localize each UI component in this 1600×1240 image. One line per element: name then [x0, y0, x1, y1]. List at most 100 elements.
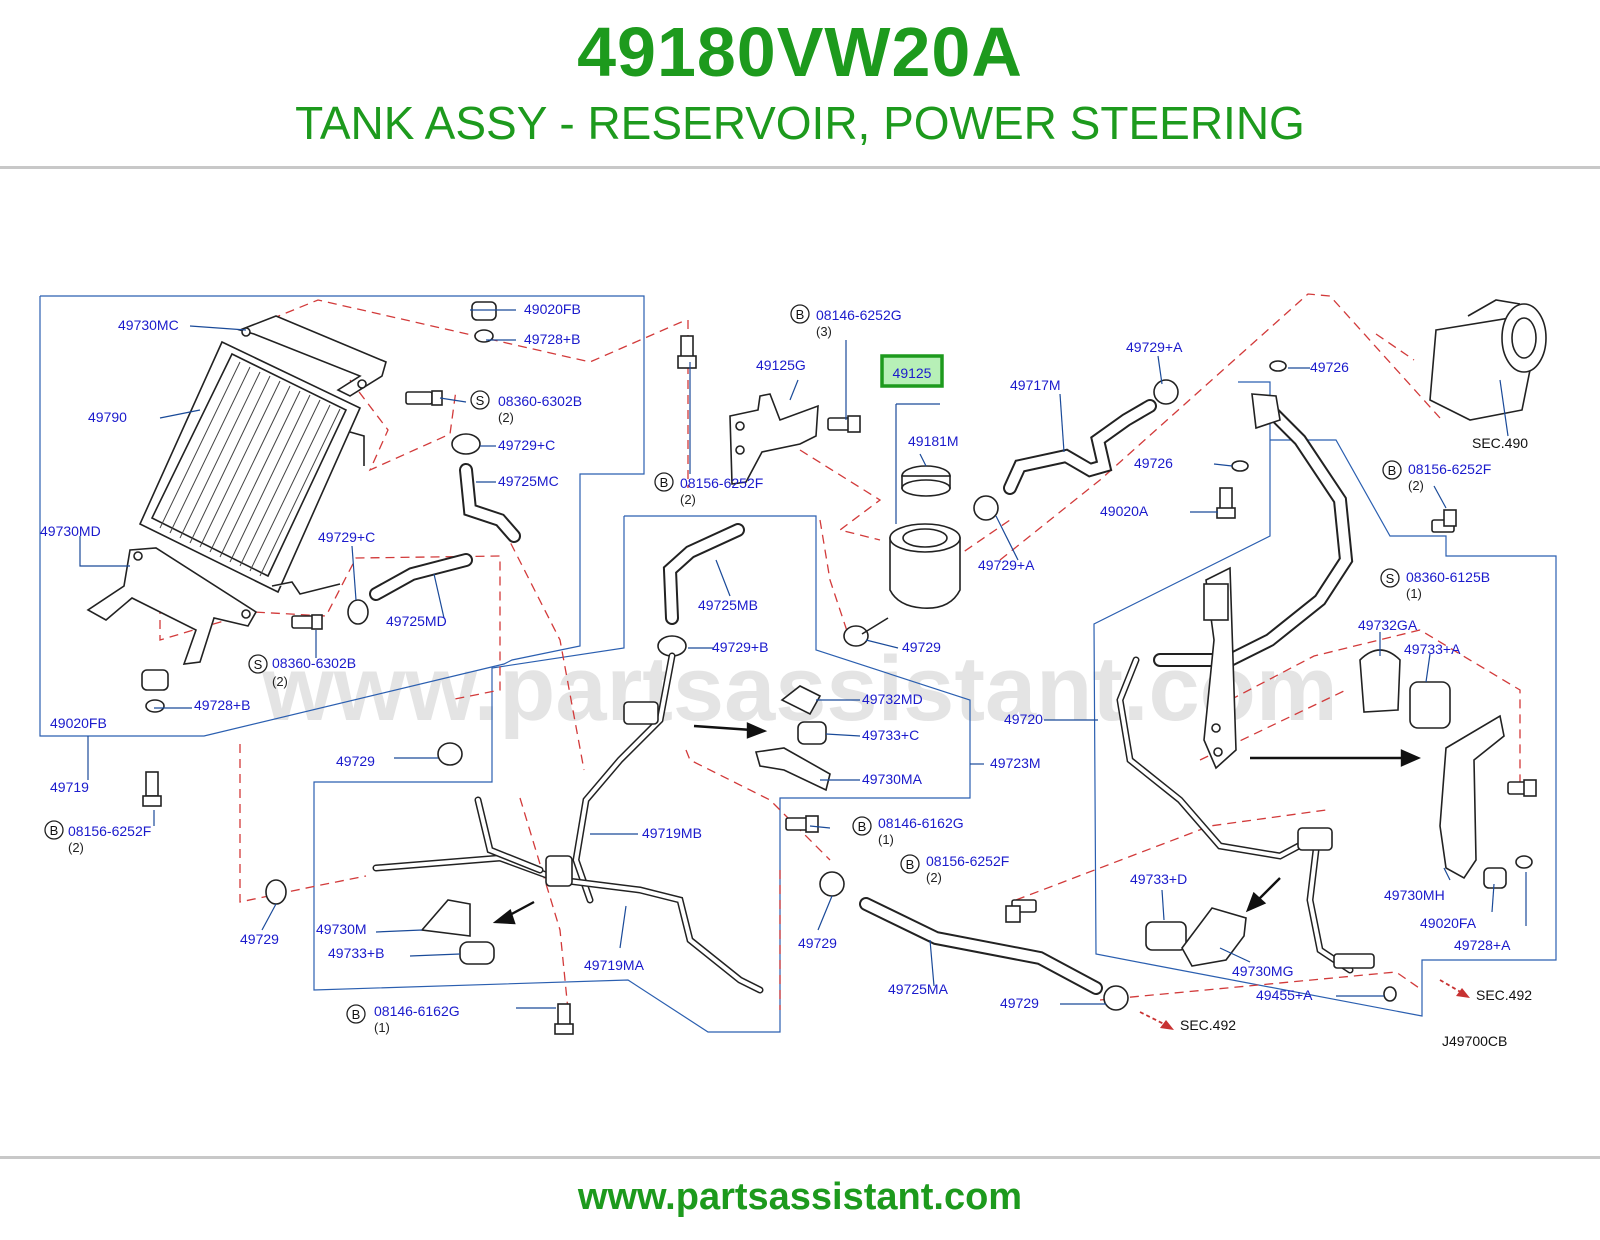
label-49730MH[interactable]: 49730MH	[1384, 887, 1445, 903]
label-49719MA[interactable]: 49719MA	[584, 957, 645, 973]
label-49020A[interactable]: 49020A	[1100, 503, 1149, 519]
label-08146-6252G[interactable]: 08146-6252G	[816, 307, 902, 323]
dash-13	[1229, 629, 1521, 786]
label-49730M[interactable]: 49730M	[316, 921, 367, 937]
label-49725MD[interactable]: 49725MD	[386, 613, 447, 629]
diagram-code: J49700CB	[1442, 1033, 1507, 1049]
bracket-49730M	[420, 899, 471, 937]
label-49728B-top[interactable]: 49728+B	[524, 331, 580, 347]
label-08146-6162G-bot[interactable]: 08146-6162G	[374, 1003, 460, 1019]
label-49730MD[interactable]: 49730MD	[40, 523, 101, 539]
dash-12	[1375, 333, 1415, 361]
label-49720[interactable]: 49720	[1004, 711, 1043, 727]
label-49717M[interactable]: 49717M	[1010, 377, 1061, 393]
label-49732GA[interactable]: 49732GA	[1358, 617, 1418, 633]
label-49729-low[interactable]: 49729	[798, 935, 837, 951]
clamp-49729-left	[437, 742, 463, 766]
pipe-fitting-left	[1251, 393, 1281, 430]
label-49729C-mid[interactable]: 49729+C	[318, 529, 375, 545]
label-sec490[interactable]: SEC.490	[1472, 435, 1528, 451]
pipe-clamp-center	[545, 855, 573, 887]
badge-s-3: S	[1386, 571, 1395, 586]
label-49732MD[interactable]: 49732MD	[862, 691, 923, 707]
label-49729B[interactable]: 49729+B	[712, 639, 768, 655]
label-49729-tank[interactable]: 49729	[902, 639, 941, 655]
bolt-08360-bot	[291, 614, 323, 630]
clip-49732MD	[780, 685, 822, 716]
label-08156-6252F-left[interactable]: 08156-6252F	[68, 823, 151, 839]
footer-url-link[interactable]: www.partsassistant.com	[577, 1176, 1023, 1218]
group-outline-right	[1093, 381, 1557, 1017]
label-49733D[interactable]: 49733+D	[1130, 871, 1187, 887]
label-49020FB-bot[interactable]: 49020FB	[50, 715, 107, 731]
arrows	[492, 722, 1421, 925]
bracket-right-pipe	[1203, 566, 1237, 770]
label-49455A[interactable]: 49455+A	[1256, 987, 1313, 1003]
label-49725MC[interactable]: 49725MC	[498, 473, 559, 489]
qty-08360-bot: (2)	[272, 674, 288, 689]
label-49723M[interactable]: 49723M	[990, 755, 1041, 771]
pipe-return-right	[1306, 846, 1354, 974]
label-49733A[interactable]: 49733+A	[1404, 641, 1461, 657]
label-49125G[interactable]: 49125G	[756, 357, 806, 373]
label-49729A-mid[interactable]: 49729+A	[978, 557, 1035, 573]
bolt-08360-top	[405, 390, 443, 406]
label-49725MA[interactable]: 49725MA	[888, 981, 949, 997]
label-49729C-top[interactable]: 49729+C	[498, 437, 555, 453]
qty-08360-top: (2)	[498, 410, 514, 425]
label-49725MB[interactable]: 49725MB	[698, 597, 758, 613]
label-sec492-bot[interactable]: SEC.492	[1180, 1017, 1236, 1033]
cap-49181M	[901, 465, 951, 497]
badge-b-2: B	[796, 307, 805, 322]
label-08360-6302B-top[interactable]: 08360-6302B	[498, 393, 582, 409]
label-49719[interactable]: 49719	[50, 779, 89, 795]
hose-49725MB	[662, 523, 745, 625]
label-49729A-top[interactable]: 49729+A	[1126, 339, 1183, 355]
group-outline-center	[313, 515, 971, 1033]
dash-9	[819, 519, 851, 641]
label-49729-left[interactable]: 49729	[336, 753, 375, 769]
label-49020FB-top[interactable]: 49020FB	[524, 301, 581, 317]
label-49729-bl[interactable]: 49729	[240, 931, 279, 947]
qty-08146-6252G: (3)	[816, 324, 832, 339]
label-49729-bot[interactable]: 49729	[1000, 995, 1039, 1011]
label-49790[interactable]: 49790	[88, 409, 127, 425]
clamp-49732GA	[1359, 649, 1401, 713]
label-08146-6162G-mid[interactable]: 08146-6162G	[878, 815, 964, 831]
dash-11	[999, 293, 1441, 561]
dash-8	[799, 449, 882, 541]
label-49733C[interactable]: 49733+C	[862, 727, 919, 743]
bolt-08156-left	[142, 771, 162, 807]
label-49020FA[interactable]: 49020FA	[1420, 915, 1477, 931]
label-49719MB[interactable]: 49719MB	[642, 825, 702, 841]
label-49730MA[interactable]: 49730MA	[862, 771, 923, 787]
oring-49455A	[1383, 986, 1397, 1002]
label-49730MC[interactable]: 49730MC	[118, 317, 179, 333]
clamp-49729C-top	[451, 433, 481, 455]
qty-08360-6125B: (1)	[1406, 586, 1422, 601]
label-08156-6252F-mid[interactable]: 08156-6252F	[680, 475, 763, 491]
label-49726-mid[interactable]: 49726	[1134, 455, 1173, 471]
label-49733B[interactable]: 49733+B	[328, 945, 384, 961]
label-08360-6302B-bot[interactable]: 08360-6302B	[272, 655, 356, 671]
badge-b-4: B	[858, 819, 867, 834]
label-08156-6252F-low[interactable]: 08156-6252F	[926, 853, 1009, 869]
badge-b-6: B	[352, 1007, 361, 1022]
steering-pump-sec490	[1429, 299, 1547, 421]
pipe-49720	[1116, 656, 1314, 860]
hose-49717M	[1003, 399, 1157, 495]
mount-49020FB-bot	[141, 669, 169, 713]
label-sec492-right[interactable]: SEC.492	[1476, 987, 1532, 1003]
label-49730MG[interactable]: 49730MG	[1232, 963, 1293, 979]
label-49181M[interactable]: 49181M	[908, 433, 959, 449]
label-49726-top[interactable]: 49726	[1310, 359, 1349, 375]
bracket-49730MA	[754, 747, 831, 792]
label-49125[interactable]: 49125	[893, 365, 932, 381]
leader-lines	[79, 309, 1527, 1009]
dash-6	[519, 797, 569, 1011]
label-08156-6252F-right[interactable]: 08156-6252F	[1408, 461, 1491, 477]
label-49728B-bot[interactable]: 49728+B	[194, 697, 250, 713]
label-08360-6125B[interactable]: 08360-6125B	[1406, 569, 1490, 585]
clamp-49729A-mid	[973, 495, 999, 521]
label-49728A[interactable]: 49728+A	[1454, 937, 1511, 953]
